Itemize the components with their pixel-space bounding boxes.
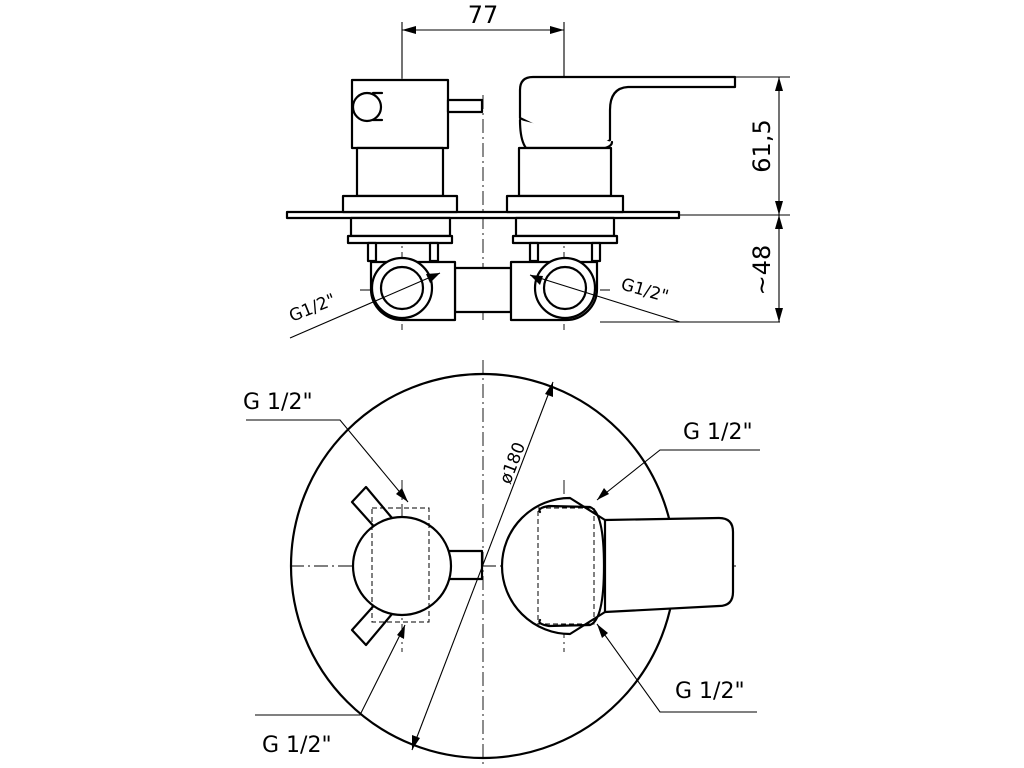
leader-side-right (529, 274, 681, 323)
port-neck-right-b (590, 241, 602, 263)
arrow-h-mid-down (775, 215, 783, 229)
knob-sleeve (355, 146, 445, 198)
label-side-right: G1/2" (619, 275, 671, 308)
lever-handle-front (603, 516, 735, 614)
knob-lever-front (446, 549, 484, 581)
dim-center-distance: 77 (468, 1, 499, 29)
label-bottom-right: G 1/2" (675, 679, 745, 704)
knob-disc (351, 515, 453, 617)
leader-top-left (246, 419, 409, 503)
arrow-h-bottom (775, 308, 783, 322)
arrow-side-right (530, 275, 543, 285)
valve-body-ports (366, 241, 602, 322)
lever-ring (511, 234, 619, 245)
lever-inner-cap (538, 504, 606, 628)
label-side-left: G1/2" (286, 290, 338, 327)
connection-pipe (453, 266, 513, 314)
arrow-h-mid-up (775, 201, 783, 215)
leader-top-right (596, 449, 760, 501)
arrow-dia-bottom (412, 735, 420, 750)
label-top-left: G 1/2" (243, 390, 313, 415)
dimline-diameter (411, 381, 554, 751)
lever-flange (505, 194, 625, 214)
arrow-77-left (402, 26, 416, 34)
port-left-inner (379, 265, 425, 311)
side-view: G1/2" G1/2" 77 61,5 ~48 (285, 1, 790, 339)
arrow-top-left (396, 488, 408, 502)
front-mixer-lever (500, 496, 735, 636)
knob-hidden-body (371, 507, 430, 623)
dim-body-height: 61,5 (748, 119, 776, 172)
knob-body (349, 216, 452, 238)
arrow-bottom-left (397, 625, 405, 639)
arrow-side-left (426, 273, 440, 283)
arrow-77-right (550, 26, 564, 34)
arrow-dia-top (545, 382, 553, 397)
front-diverter-knob (350, 485, 484, 647)
label-top-right: G 1/2" (683, 420, 753, 445)
front-view: ø180 G 1/2" G 1/2" G 1/2" G 1/2" (243, 360, 760, 768)
label-bottom-left: G 1/2" (262, 733, 332, 758)
arrow-bottom-right (597, 624, 608, 638)
port-neck-left (366, 241, 378, 263)
knob-lever (446, 98, 484, 114)
leader-side-left (289, 272, 441, 339)
knob-flange (341, 194, 459, 214)
lever-hidden-body (537, 507, 595, 625)
dim-plate-diameter: ø180 (496, 440, 530, 487)
port-neck-left-b (428, 241, 440, 263)
port-neck-right (528, 241, 540, 263)
port-right-inner (542, 265, 588, 311)
diverter-knob (341, 78, 484, 245)
lever-body-front (500, 496, 607, 636)
knob-ring (346, 234, 454, 245)
leader-bottom-left (255, 624, 406, 716)
lever-sleeve (517, 146, 613, 198)
lever-body (514, 216, 616, 238)
dim-depth: ~48 (748, 245, 776, 296)
arrow-top-right (597, 488, 609, 500)
knob-cap (351, 91, 383, 123)
leader-bottom-right (596, 623, 757, 713)
mixer-lever (505, 75, 737, 245)
arrow-h-top (775, 77, 783, 91)
